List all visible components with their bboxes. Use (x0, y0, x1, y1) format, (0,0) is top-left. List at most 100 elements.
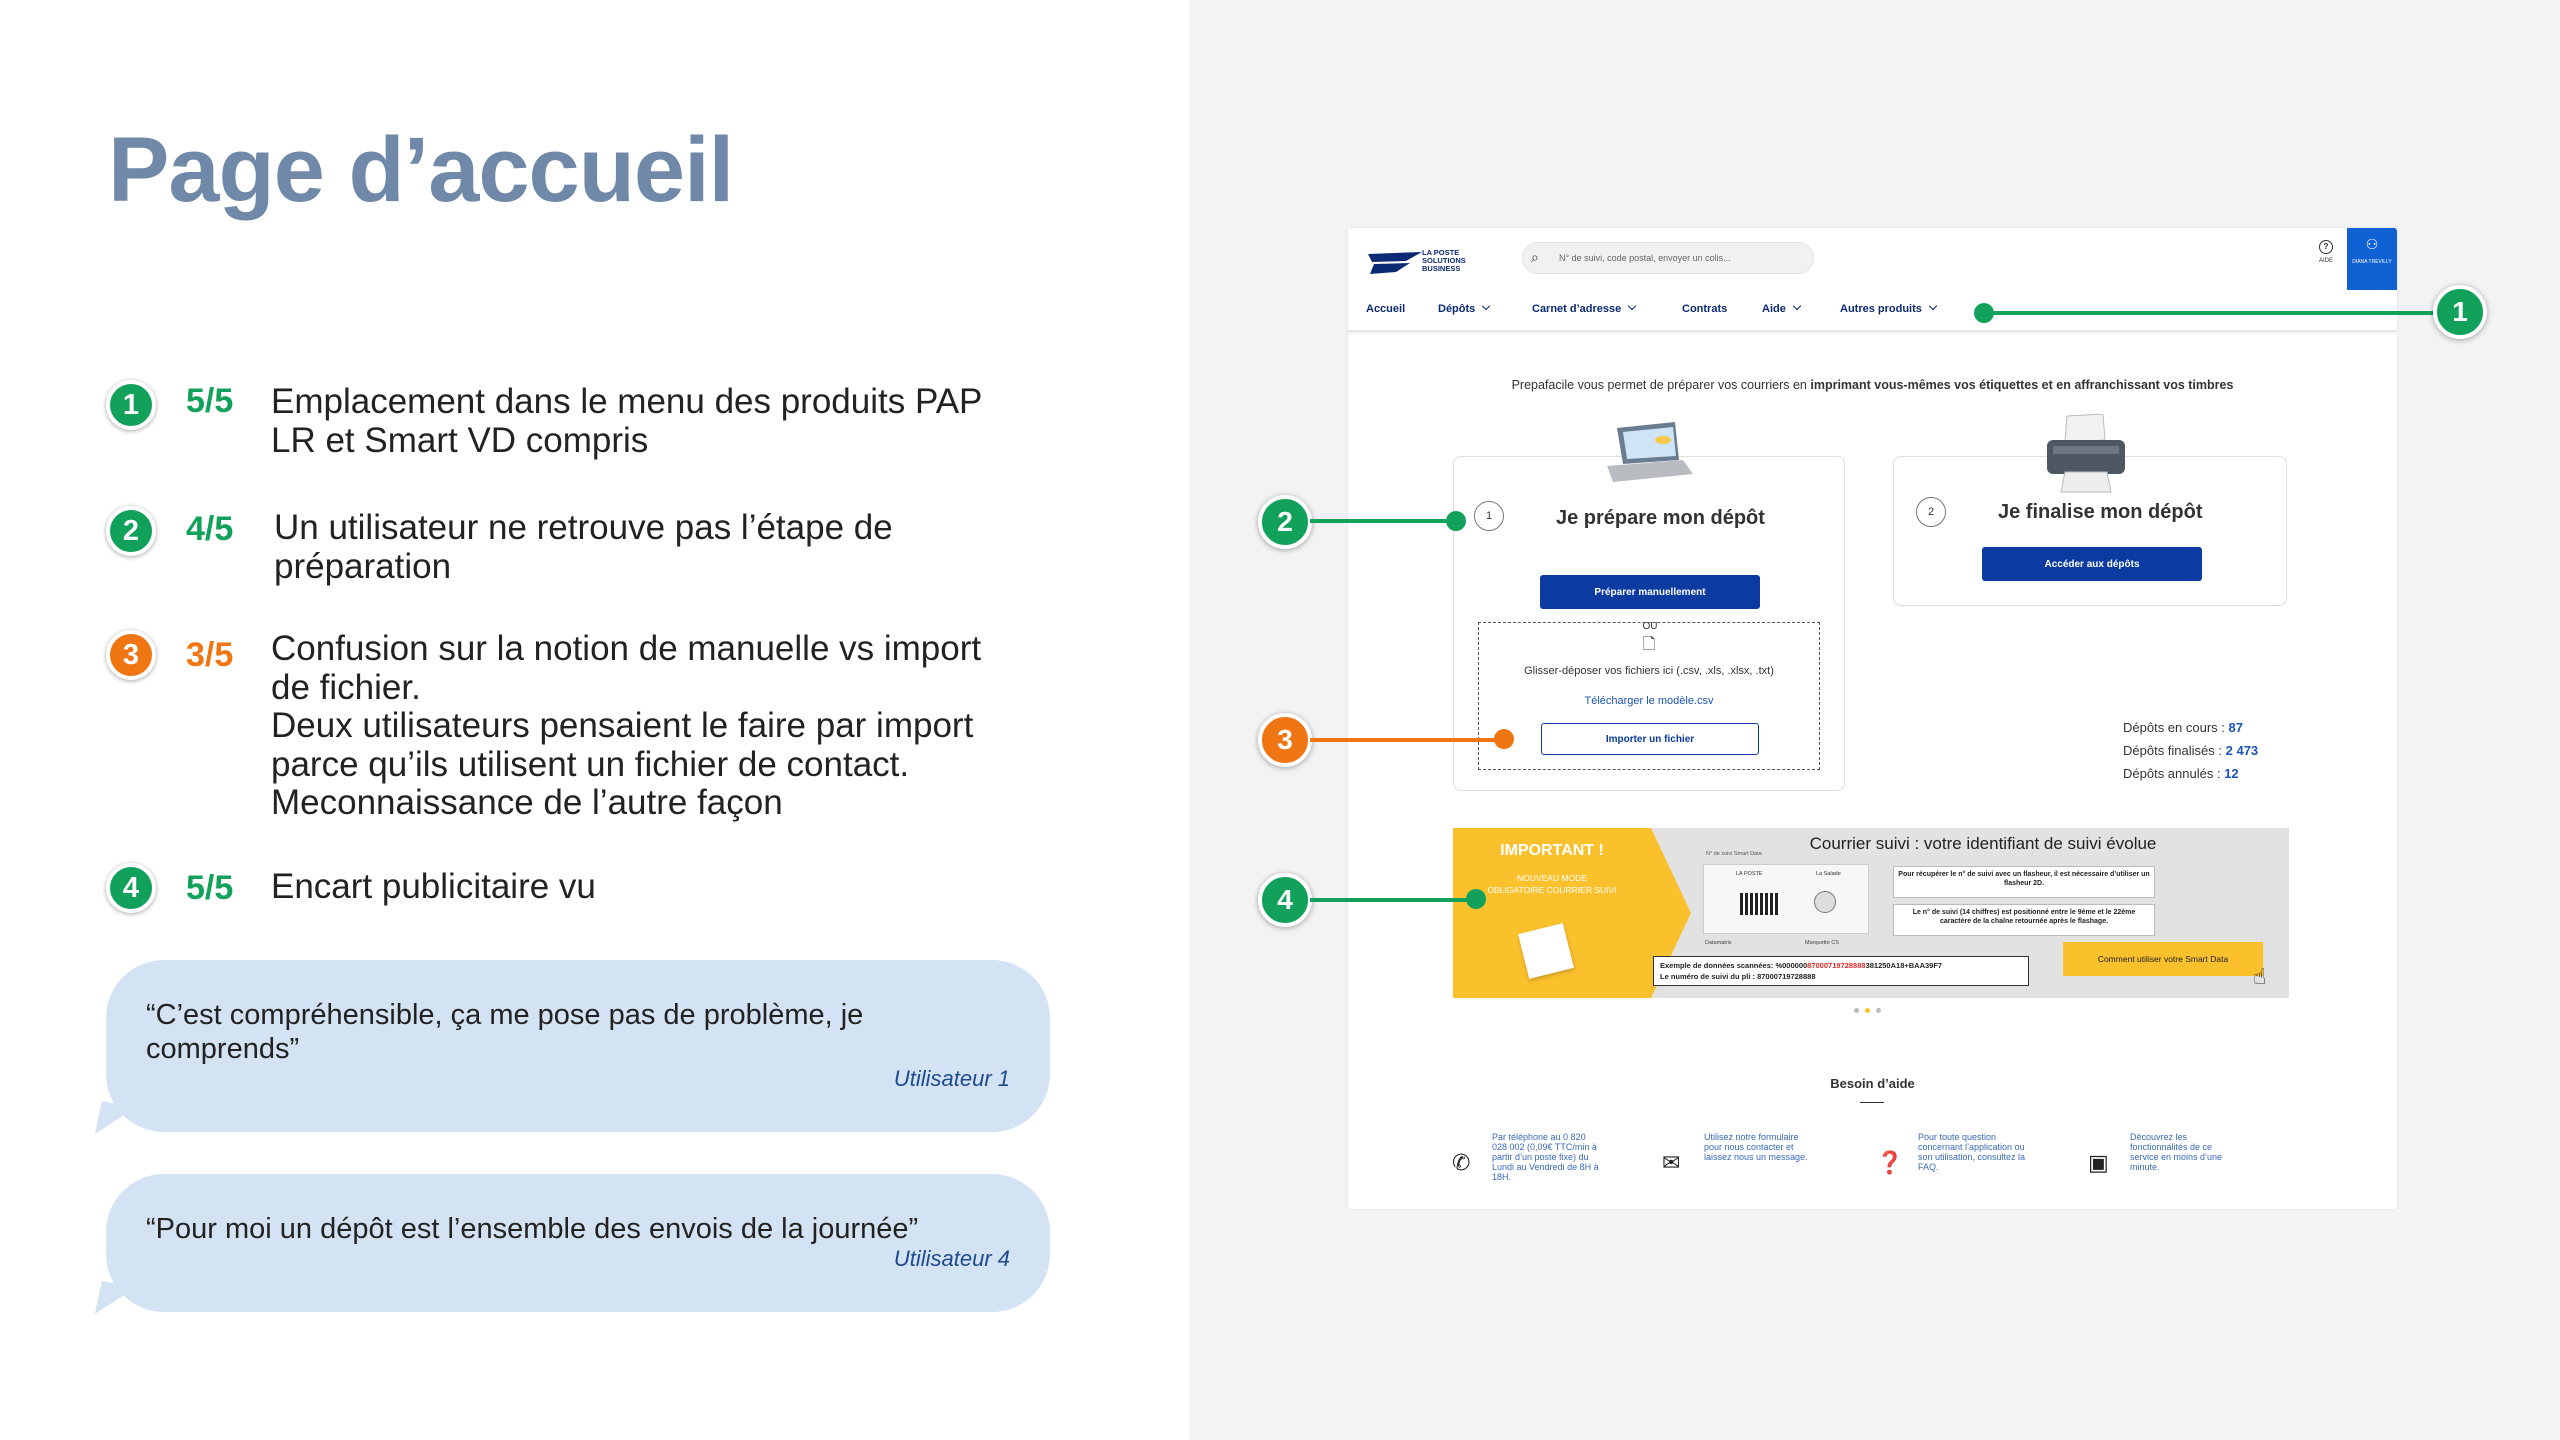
user-account-button[interactable]: ⚇ DIANA TREVILLY (2347, 228, 2397, 290)
step-number: 2 (1916, 497, 1946, 527)
download-template-link[interactable]: Télécharger le modèle.csv (1584, 695, 1714, 707)
stat-label: Dépôts annulés : (2123, 766, 2221, 781)
carousel-dot[interactable] (1854, 1008, 1859, 1013)
nav-item-autres-produits[interactable]: Autres produits (1840, 301, 1938, 315)
callout-1-marker: 1 (2433, 285, 2487, 339)
example-tracking: 87000719728888 (1807, 961, 1866, 970)
banner-subtitle: NOUVEAU MODE OBLIGATOIRE COURRIER SUIVI (1453, 872, 1651, 896)
finding-number-badge: 1 (106, 380, 156, 430)
finding-line: parce qu’ils utilisent un fichier de con… (271, 744, 910, 784)
nav-item-depots[interactable]: Dépôts (1438, 301, 1491, 315)
help-faq[interactable]: Pour toute question concernant l’applica… (1918, 1132, 2026, 1172)
prepare-deposit-card: 1 Je prépare mon dépôt Préparer manuelle… (1453, 456, 1845, 791)
chevron-down-icon (1928, 301, 1938, 311)
finding-text: Encart publicitaire vu (271, 867, 596, 906)
nav-item-aide[interactable]: Aide (1762, 301, 1802, 315)
search-icon: ⌕ (1531, 249, 1539, 265)
quote-author: Utilisateur 1 (893, 1066, 1010, 1091)
nav-item-carnet-adresse[interactable]: Carnet d’adresse (1532, 301, 1637, 315)
promo-banner[interactable]: IMPORTANT ! NOUVEAU MODE OBLIGATOIRE COU… (1453, 828, 2289, 998)
help-label: AIDE (2318, 258, 2333, 264)
finding-text: Emplacement dans le menu des produits PA… (271, 382, 982, 460)
nav-label: Autres produits (1840, 303, 1922, 315)
import-file-button[interactable]: Importer un fichier (1541, 723, 1759, 755)
callout-4-marker: 4 (1258, 873, 1312, 927)
file-drop-zone[interactable]: 🗋 Glisser-déposer vos fichiers ici (.csv… (1478, 622, 1820, 770)
help-phone[interactable]: Par téléphone au 0 820 028 002 (0,09€ TT… (1492, 1132, 1599, 1182)
help-video[interactable]: Découvrez les fonctionnalités de ce serv… (2130, 1132, 2223, 1172)
finding-line: Meconnaissance de l’autre façon (271, 783, 783, 822)
nav-label: Contrats (1682, 303, 1728, 315)
callout-2-marker: 2 (1258, 495, 1312, 549)
la-poste-logo-icon (1366, 250, 1424, 276)
help-contact-form[interactable]: Utilisez notre formulaire pour nous cont… (1704, 1132, 1808, 1162)
step-number: 1 (1474, 501, 1504, 531)
printer-illustration (2043, 413, 2129, 494)
callout-3-dot (1494, 729, 1514, 749)
nav-item-accueil[interactable]: Accueil (1366, 303, 1405, 315)
nav-item-contrats[interactable]: Contrats (1682, 303, 1727, 315)
banner-info-1: Pour récupérer le n° de suivi avec un fl… (1893, 866, 2155, 898)
finding-number-badge: 3 (106, 630, 156, 680)
finding-line: Un utilisateur ne retrouve pas l’étape d… (274, 508, 893, 547)
mail-icon: ✉ (1662, 1150, 1681, 1175)
smart-data-cta-button[interactable]: Comment utiliser votre Smart Data (2063, 942, 2263, 976)
pointer-hand-icon: ☝ (2253, 964, 2267, 989)
finding-text: Confusion sur la notion de manuelle vs i… (271, 629, 982, 823)
user-icon: ⚇ (2365, 236, 2379, 252)
stat-label: Dépôts finalisés : (2123, 743, 2222, 758)
bubble-tail (94, 1280, 136, 1322)
banner-info-2: Le n° de suivi (14 chiffres) est positio… (1893, 904, 2155, 936)
finding-number-badge: 4 (106, 863, 156, 913)
intro-plain: Prepafacile vous permet de préparer vos … (1511, 378, 1811, 392)
intro-text: Prepafacile vous permet de préparer vos … (1348, 378, 2397, 392)
callout-1-line (1984, 311, 2450, 315)
stat-value: 12 (2224, 766, 2239, 781)
carousel-dots[interactable] (1854, 1008, 1881, 1013)
chevron-down-icon (1792, 301, 1802, 311)
step-title: Je prépare mon dépôt (1556, 507, 1765, 529)
nav-label: Accueil (1366, 303, 1406, 315)
stat-finalized: Dépôts finalisés : 2 473 (2123, 743, 2258, 758)
finding-score: 3/5 (186, 636, 234, 674)
card-label: Marquette CS (1805, 940, 1839, 946)
finding-number-badge: 2 (106, 506, 156, 556)
help-section-title: Besoin d’aide (1830, 1076, 1915, 1091)
finding-line: préparation (274, 547, 452, 586)
banner-sub-line: OBLIGATOIRE COURRIER SUIVI (1487, 885, 1617, 895)
stat-value: 2 473 (2225, 743, 2259, 758)
prepare-manually-button[interactable]: Préparer manuellement (1540, 575, 1760, 609)
search-input[interactable]: ⌕ N° de suivi, code postal, envoyer un c… (1522, 242, 1814, 274)
video-icon: ▣ (2088, 1150, 2109, 1175)
quote-text: “C’est compréhensible, ça me pose pas de… (146, 998, 863, 1066)
nav-label: Carnet d’adresse (1532, 303, 1622, 315)
chevron-down-icon (1628, 301, 1637, 311)
carousel-dot[interactable] (1876, 1008, 1881, 1013)
bubble-tail (94, 1100, 136, 1142)
website-screenshot: LA POSTE SOLUTIONS BUSINESS ⌕ N° de suiv… (1348, 228, 2397, 1209)
example-prefix: Exemple de données scannées: %000000 (1660, 961, 1808, 970)
callout-2-dot (1446, 511, 1466, 531)
nav-label: Dépôts (1438, 303, 1476, 315)
stat-label: Dépôts en cours : (2123, 720, 2225, 735)
stat-cancelled: Dépôts annulés : 12 (2123, 766, 2239, 781)
user-label: DIANA TREVILLY (2352, 259, 2392, 265)
stat-in-progress: Dépôts en cours : 87 (2123, 720, 2243, 735)
callout-4-dot (1466, 889, 1486, 909)
callout-3-line (1310, 738, 1500, 742)
intro-bold: imprimant vous-mêmes vos étiquettes et e… (1810, 378, 2234, 392)
finding-score: 5/5 (186, 382, 234, 420)
access-deposits-button[interactable]: Accéder aux dépôts (1982, 547, 2202, 581)
finding-score: 4/5 (186, 510, 234, 548)
finding-line: Encart publicitaire vu (271, 867, 596, 906)
help-divider (1860, 1102, 1884, 1103)
help-button[interactable]: ? AIDE (2313, 240, 2339, 264)
finding-line: Confusion sur la notion de manuelle vs i… (271, 629, 982, 668)
quote-line: “Pour moi un dépôt est l’ensemble des en… (146, 1213, 919, 1245)
callout-4-line (1310, 898, 1474, 902)
carousel-dot-active[interactable] (1865, 1008, 1870, 1013)
help-icon: ? (2319, 240, 2333, 254)
example-line2: Le numéro de suivi du pli : 870007197288… (1660, 972, 1816, 981)
logo-line: BUSINESS (1422, 264, 1461, 273)
